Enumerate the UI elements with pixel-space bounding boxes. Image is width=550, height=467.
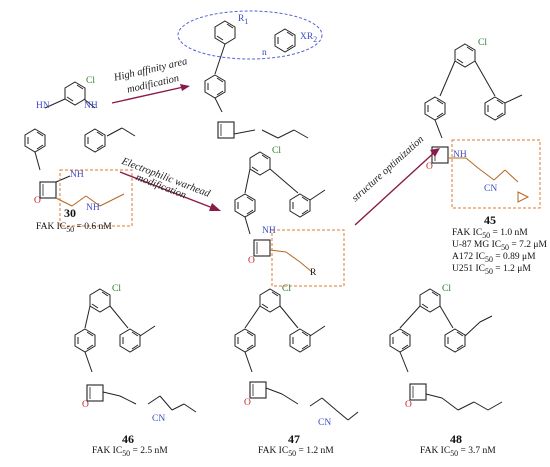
atom-cl-30: Cl [86,76,95,86]
atom-o-48: O [405,400,412,410]
compound-47-ic50: FAK IC50 = 1.2 nM [258,446,334,458]
atom-o-30: O [34,196,41,206]
atom-nh-30c: NH [86,203,100,213]
atom-hn-30: HN [36,101,50,111]
compound-48-ic50: FAK IC50 = 3.7 nM [420,446,496,458]
atom-cl-45: Cl [478,38,487,48]
arrow-electrophilic [119,171,221,211]
compound-48-label: 48 [450,432,462,446]
atom-nh-45: NH [453,150,467,160]
compound-47-structure [234,288,359,421]
compound-45-ic50-1: U-87 MG IC50 = 7.2 μM [452,240,547,252]
compound-45-ic50-0: FAK IC50 = 1.0 nM [452,228,528,240]
compound-30-label: 30 [64,206,76,220]
compound-45-ic50-2: A172 IC50 = 0.89 μM [452,252,536,264]
atom-o-45: O [426,162,433,172]
compound-46-structure [74,288,197,413]
compound-48-structure [389,288,503,411]
atom-o-46: O [82,400,89,410]
middle-product-structure [234,151,345,287]
arrow-high-affinity [111,84,190,104]
compound-47-label: 47 [288,432,300,446]
atom-nh-30b: NH [70,170,84,180]
compound-45-ic50-3: U251 IC50 = 1.2 μM [452,264,531,276]
compound-45-structure [424,43,541,209]
atom-cl-48: Cl [442,284,451,294]
atom-cl-47: Cl [282,284,291,294]
arrow-structure-optimization [354,148,440,226]
compound-46-label: 46 [122,432,134,446]
substituent-n: n [262,48,267,58]
atom-nh-mid: NH [262,226,276,236]
compound-46-ic50: FAK IC50 = 2.5 nM [92,446,168,458]
atom-cn-47: CN [318,418,332,428]
atom-cl-46: Cl [112,284,121,294]
substituent-r1: R1 [238,14,249,26]
compound-45-label: 45 [484,213,496,227]
substituent-r: R [310,268,317,278]
atom-cl-mid: Cl [272,146,281,156]
atom-o-mid: O [248,256,255,266]
atom-cn-46: CN [152,414,166,424]
atom-nh-30: NH [84,101,98,111]
top-product-structure [177,10,323,139]
atom-o-47: O [244,398,251,408]
atom-cn-45: CN [484,184,498,194]
substituent-x-r2: XR2 [300,32,318,44]
compound-30-ic50: FAK IC50 = 0.6 nM [36,222,112,234]
compound-30-structure [24,81,136,227]
